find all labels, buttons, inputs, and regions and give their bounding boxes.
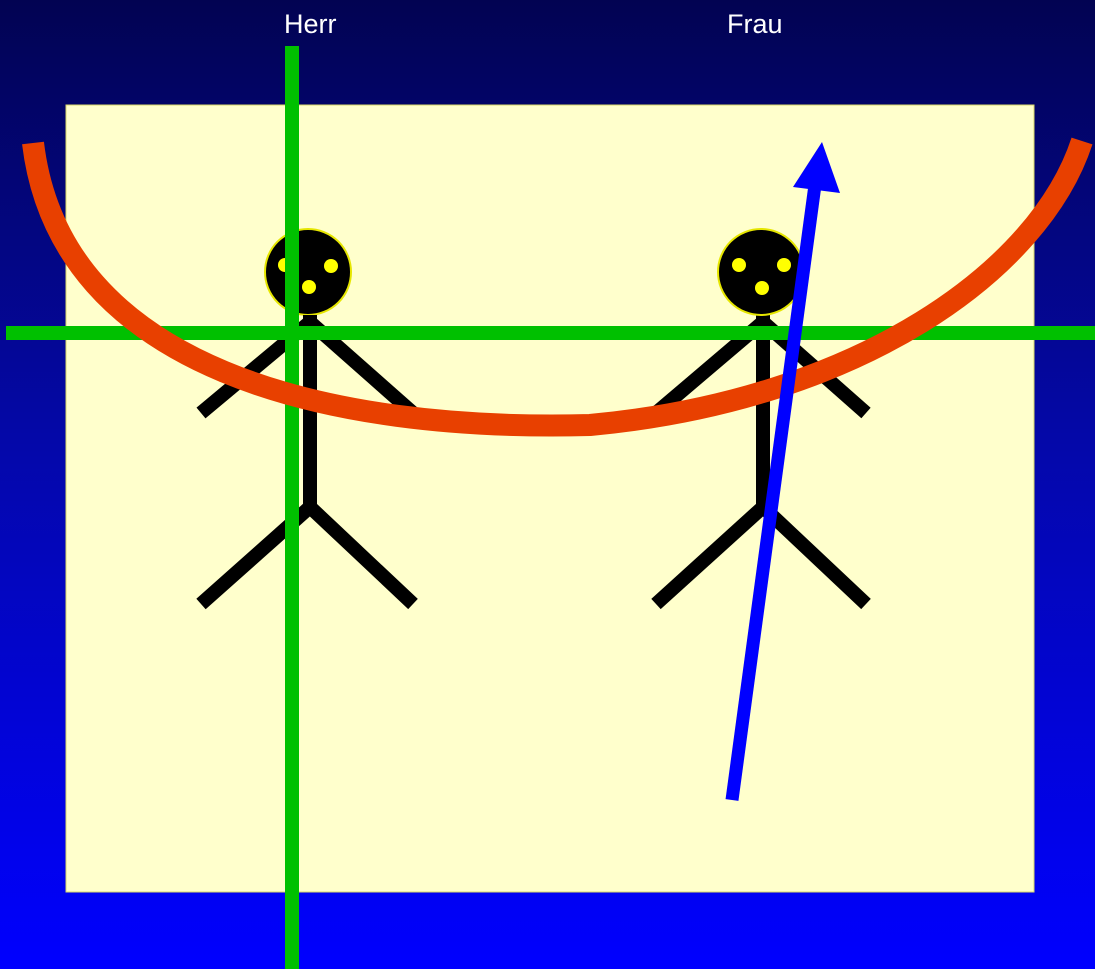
herr-head (265, 229, 351, 315)
herr-eye-right (324, 259, 338, 273)
diagram-panel (66, 105, 1034, 892)
frau-eye-right (777, 258, 791, 272)
frau-mouth (755, 281, 769, 295)
herr-mouth (302, 280, 316, 294)
frau-head (718, 229, 804, 315)
frau-eye-left (732, 258, 746, 272)
